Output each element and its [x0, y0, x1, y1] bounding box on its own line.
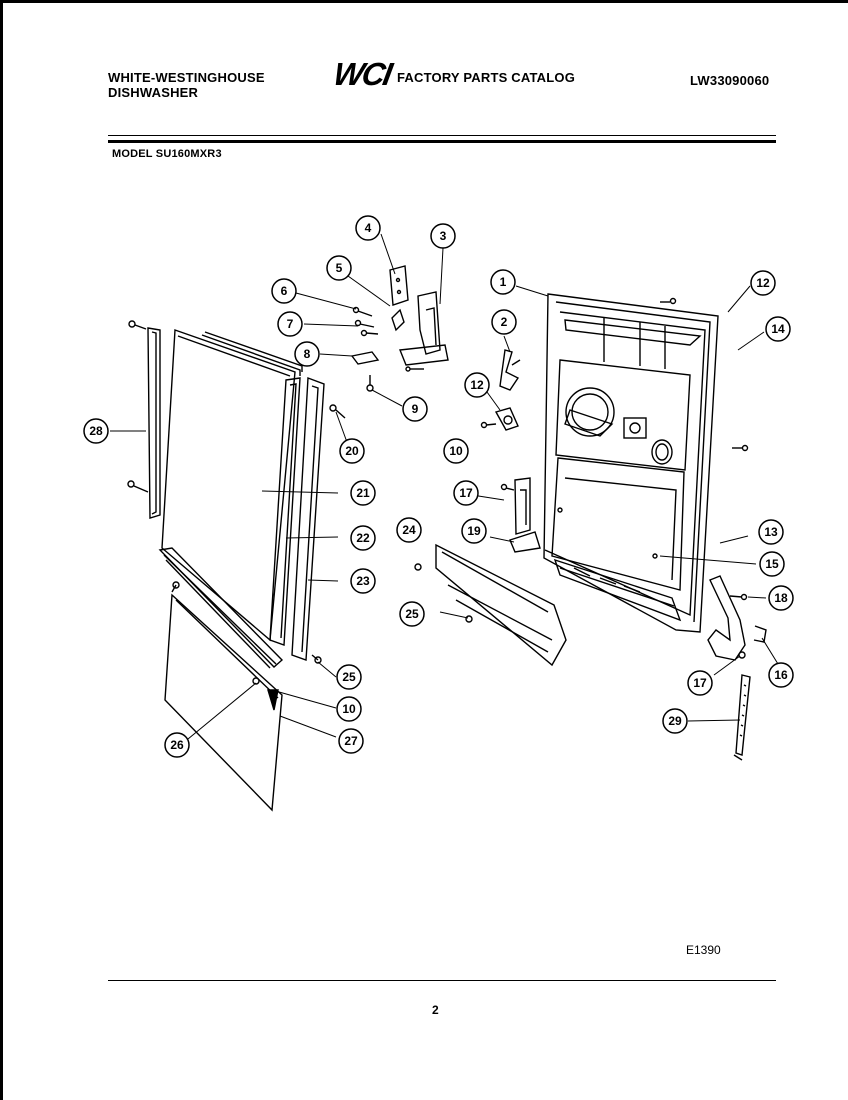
callout-27: 27	[338, 728, 364, 754]
part-18-hinge-arm	[414, 477, 541, 571]
appliance-type: DISHWASHER	[108, 85, 199, 100]
callout-10-top: 10	[443, 438, 469, 464]
callout-21: 22	[350, 525, 376, 551]
callout-8: 8	[294, 341, 320, 367]
leader-lines	[110, 233, 779, 740]
callout-9: 9	[402, 396, 428, 422]
part-22-side-channel	[291, 377, 325, 661]
callout-24: 25	[399, 601, 425, 627]
callout-26: 26	[164, 732, 190, 758]
callout-17-left: 17	[453, 480, 479, 506]
page-border-left	[0, 0, 3, 1100]
svg-text:19: 19	[467, 524, 481, 538]
diagram-code: E1390	[686, 943, 721, 957]
callout-10-bottom: 10	[336, 696, 362, 722]
svg-text:12: 12	[470, 378, 484, 392]
svg-text:25: 25	[405, 607, 419, 621]
callout-1: 1	[490, 269, 516, 295]
callout-11: 12	[464, 372, 490, 398]
svg-text:18: 18	[774, 591, 788, 605]
callout-17-right: 18	[768, 585, 794, 611]
callout-22: 23	[350, 568, 376, 594]
part-20-door-panel	[161, 329, 303, 642]
svg-text:12: 12	[756, 276, 770, 290]
callout-12-bottom: 13	[758, 519, 784, 545]
svg-text:1: 1	[500, 275, 507, 289]
hinge-assembly	[350, 265, 449, 392]
svg-text:20: 20	[345, 444, 359, 458]
svg-text:26: 26	[170, 738, 184, 752]
header-rule-thin	[108, 135, 776, 136]
svg-text:25: 25	[342, 670, 356, 684]
svg-text:16: 16	[774, 668, 788, 682]
part-1-inner-liner	[543, 293, 749, 633]
brand-name: WHITE-WESTINGHOUSE	[108, 70, 265, 85]
brand-block: WHITE-WESTINGHOUSE DISHWASHER	[108, 70, 265, 100]
part-24-vent-trim	[435, 543, 567, 667]
callout-25: 25	[336, 664, 362, 690]
callout-18: 19	[461, 518, 487, 544]
callout-2: 2	[491, 309, 517, 335]
header-rule-thick	[108, 140, 776, 143]
part-16-hinge-arm	[707, 575, 767, 661]
callout-28: 28	[83, 418, 109, 444]
svg-text:17: 17	[693, 676, 707, 690]
part-19-screw	[329, 404, 346, 419]
svg-text:17: 17	[459, 486, 473, 500]
svg-text:29: 29	[668, 714, 682, 728]
svg-text:21: 21	[356, 486, 370, 500]
callout-14: 15	[759, 551, 785, 577]
part-2-spring	[499, 349, 521, 391]
svg-text:5: 5	[336, 261, 343, 275]
svg-text:9: 9	[412, 402, 419, 416]
model-number: MODEL SU160MXR3	[112, 148, 222, 160]
svg-text:24: 24	[402, 523, 416, 537]
catalog-title: FACTORY PARTS CATALOG	[397, 70, 576, 85]
callout-15: 16	[768, 662, 794, 688]
part-25-bottom-rail	[158, 547, 322, 669]
svg-text:3: 3	[440, 229, 447, 243]
svg-text:8: 8	[304, 347, 311, 361]
part-21-door-edge	[269, 377, 301, 646]
callout-19: 20	[339, 438, 365, 464]
footer-rule	[108, 980, 776, 981]
svg-text:10: 10	[449, 444, 463, 458]
part-29-spring-bar	[733, 674, 751, 761]
part-28-side-trim	[127, 320, 161, 519]
svg-text:10: 10	[342, 702, 356, 716]
callout-7: 7	[277, 311, 303, 337]
svg-text:13: 13	[764, 525, 778, 539]
callout-16: 17	[687, 670, 713, 696]
callout-29: 29	[662, 708, 688, 734]
callout-5: 5	[326, 255, 352, 281]
page-number: 2	[432, 1003, 439, 1017]
svg-text:14: 14	[771, 322, 785, 336]
part-27-kick-panel	[164, 593, 283, 812]
callout-6: 6	[271, 278, 297, 304]
callout-4: 4	[355, 215, 381, 241]
part-11-bracket	[480, 407, 519, 431]
svg-text:7: 7	[287, 317, 294, 331]
callout-12-top: 12	[750, 270, 776, 296]
svg-text:28: 28	[89, 424, 103, 438]
callout-23: 24	[396, 517, 422, 543]
page-border-top	[0, 0, 848, 3]
callout-13: 14	[765, 316, 791, 342]
svg-text:6: 6	[281, 284, 288, 298]
callout-3: 3	[430, 223, 456, 249]
svg-text:23: 23	[356, 574, 370, 588]
svg-text:4: 4	[365, 221, 372, 235]
svg-text:27: 27	[344, 734, 358, 748]
catalog-number: LW33090060	[690, 73, 770, 88]
svg-text:22: 22	[356, 531, 370, 545]
callouts: 4 3 5 6 7 8 9 1 2 12 10 12 14 28 20 21 2…	[83, 215, 794, 758]
svg-text:15: 15	[765, 557, 779, 571]
callout-20: 21	[350, 480, 376, 506]
svg-text:2: 2	[501, 315, 508, 329]
